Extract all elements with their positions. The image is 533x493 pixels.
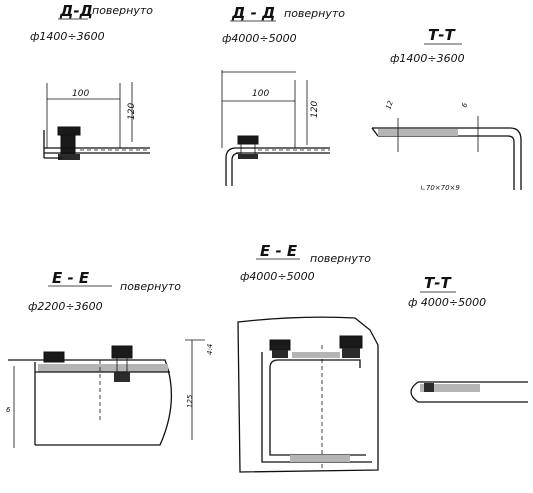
ring-body-outline bbox=[237, 316, 379, 473]
dim-right-label: 4:4 bbox=[206, 344, 214, 355]
section-title: Д-Д bbox=[59, 2, 93, 20]
section-title: Д - Д bbox=[231, 4, 275, 22]
section-range: ф2200÷3600 bbox=[28, 300, 103, 313]
section-e-e-small: Е - Е повернуто ф2200÷3600 6 125 4:4 bbox=[6, 269, 214, 448]
bolt-right-head bbox=[111, 345, 133, 359]
section-e-e-large: Е - Е повернуто ф4000÷5000 bbox=[237, 242, 379, 473]
angle-bar-end bbox=[371, 127, 379, 137]
section-title: Е - Е bbox=[260, 242, 298, 260]
angle-bar-hatch bbox=[378, 129, 458, 136]
nut-top bbox=[237, 135, 259, 145]
channel-outer bbox=[261, 352, 372, 463]
bolt-left-head bbox=[43, 351, 65, 363]
section-range: ф1400÷3600 bbox=[30, 30, 105, 43]
angle-bar-inner bbox=[378, 135, 515, 190]
section-t-t-small: Т-Т ф1400÷3600 12 6 ∟70×70×9 bbox=[371, 26, 522, 192]
section-range: ф1400÷3600 bbox=[390, 52, 465, 65]
bolt-body bbox=[60, 134, 76, 156]
nut-bottom bbox=[238, 154, 258, 159]
dim-height-label: 125 bbox=[186, 394, 194, 408]
top-plate-hatch bbox=[38, 364, 168, 372]
angle-bar-outer bbox=[372, 127, 522, 190]
dim-height-label: 120 bbox=[127, 103, 137, 120]
bar-hatch bbox=[420, 384, 480, 392]
section-title: Т-Т bbox=[428, 26, 456, 44]
channel-inner bbox=[269, 368, 366, 456]
section-title: Е - Е bbox=[52, 269, 90, 287]
nut-bottom bbox=[58, 154, 80, 160]
angle-note: ∟70×70×9 bbox=[420, 184, 460, 192]
section-subtitle: повернуто bbox=[120, 280, 181, 293]
dim-width-label: 100 bbox=[72, 89, 89, 99]
section-t-t-large: Т-Т ф 4000÷5000 bbox=[408, 274, 528, 403]
section-range: ф4000÷5000 bbox=[240, 270, 315, 283]
bar-end-curve bbox=[410, 381, 528, 403]
bolt-left-head bbox=[269, 339, 291, 351]
dim-b-label: 6 bbox=[460, 101, 469, 108]
bolt-right-nut bbox=[114, 372, 130, 382]
channel-top bbox=[269, 359, 361, 369]
section-subtitle: поверн͏уто bbox=[92, 4, 153, 17]
bar-weld bbox=[424, 383, 434, 392]
section-range: ф4000÷5000 bbox=[222, 32, 297, 45]
hook-rod-outer bbox=[225, 147, 237, 186]
top-plate-hatch bbox=[292, 352, 340, 358]
section-range: ф 4000÷5000 bbox=[408, 296, 486, 309]
bolt-right-head bbox=[339, 335, 363, 349]
bolt-right-nut bbox=[342, 348, 360, 358]
side-mark: 6 bbox=[6, 406, 11, 414]
section-subtitle: повернуто bbox=[310, 252, 371, 265]
section-title: Т-Т bbox=[424, 274, 452, 292]
dim-a-label: 12 bbox=[384, 99, 395, 111]
bolt-left-nut bbox=[272, 350, 288, 358]
section-subtitle: повернуто bbox=[284, 7, 345, 20]
section-d-d-large: Д - Д повернуто ф4000÷5000 100 120 bbox=[221, 4, 345, 186]
dim-height-label: 120 bbox=[310, 101, 320, 118]
bolt-right-shank bbox=[116, 357, 128, 373]
ring-body-outline bbox=[8, 359, 173, 446]
bottom-plate-hatch bbox=[290, 455, 350, 462]
section-d-d-small: Д-Д поверн͏уто ф1400÷3600 100 120 bbox=[30, 2, 153, 160]
dim-width-label: 100 bbox=[252, 89, 269, 99]
nut-top bbox=[57, 126, 81, 136]
